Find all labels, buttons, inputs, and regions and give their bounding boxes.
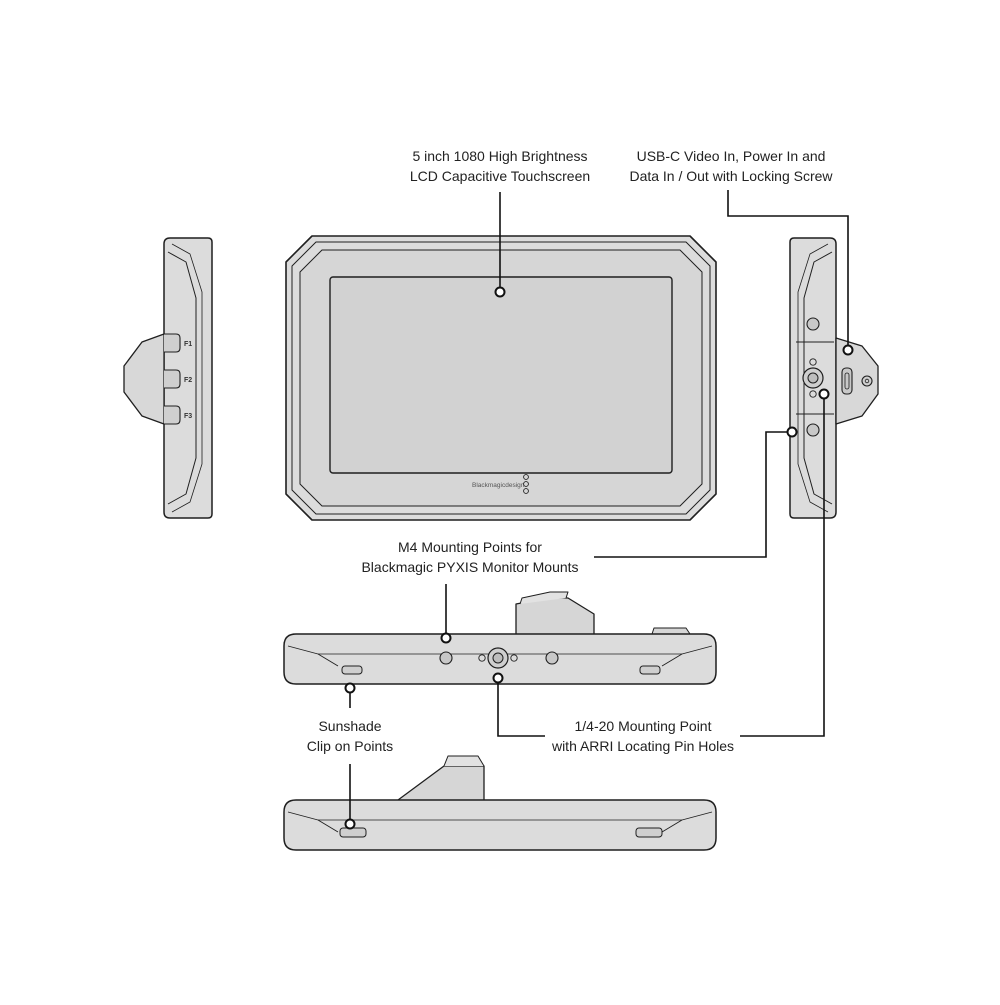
brand-logo-dot-1: [523, 474, 529, 480]
leader-usbc: [727, 190, 849, 350]
leader-lines: [349, 190, 849, 824]
dot-m4-right: [786, 426, 798, 438]
bottom-arri-pin-left: [478, 654, 486, 662]
callout-lcd-line-2: LCD Capacitive Touchscreen: [409, 168, 591, 184]
right-port-housing: [835, 337, 879, 425]
bottom-m4-point-left: [439, 651, 453, 665]
f3-label: F3: [184, 413, 192, 420]
left-side-body: [163, 237, 213, 519]
callout-quarter-twenty: 1/4-20 Mounting Point with ARRI Locating…: [538, 716, 748, 756]
locking-screw-center: [864, 378, 870, 384]
dot-usbc: [842, 344, 854, 356]
f1-label: F1: [184, 341, 192, 348]
f3-button: [164, 405, 181, 425]
callout-sunshade-line-1: Sunshade: [318, 718, 382, 734]
top-edge-handle-top: [443, 755, 485, 767]
dot-quarter-bottom: [492, 672, 504, 684]
f1-button: [164, 333, 181, 353]
usb-c-port: [841, 367, 853, 395]
callout-dots: [344, 286, 854, 830]
dot-sunshade-bottom: [344, 682, 356, 694]
brand-logo-dot-2: [523, 481, 529, 487]
callout-lcd-line-1: 5 inch 1080 High Brightness: [412, 148, 588, 164]
bottom-arri-pin-right: [510, 654, 518, 662]
dot-quarter-right: [818, 388, 830, 400]
locking-screw: [861, 375, 873, 387]
top-edge-body: [283, 799, 717, 851]
leader-m4-right: [594, 431, 792, 558]
bottom-edge-handle-top: [519, 591, 569, 605]
leader-quarter-bottom: [497, 678, 545, 737]
f2-button: [164, 369, 181, 389]
right-quarter-twenty-hole: [807, 372, 819, 384]
right-side-view: [789, 237, 879, 519]
right-m4-point-bottom: [806, 423, 820, 437]
brand-logo-dot-3: [523, 488, 529, 494]
right-m4-point-top: [806, 317, 820, 331]
dot-lcd: [494, 286, 506, 298]
callout-usbc-line-2: Data In / Out with Locking Screw: [629, 168, 833, 184]
bottom-edge-view: [283, 591, 717, 685]
top-sunshade-clip-right: [635, 827, 663, 838]
right-side-bevel-inner: [797, 243, 829, 513]
callout-quarter-line-1: 1/4-20 Mounting Point: [574, 718, 712, 734]
dot-sunshade-top: [344, 818, 356, 830]
left-side-bevel-inner: [171, 243, 203, 513]
top-sunshade-clip-left: [339, 827, 367, 838]
right-arri-pin-bottom: [809, 390, 817, 398]
left-side-bevel: [167, 251, 197, 505]
callout-m4-line-2: Blackmagic PYXIS Monitor Mounts: [361, 559, 579, 575]
top-edge-handle: [397, 765, 485, 801]
leader-quarter-right: [740, 394, 825, 737]
front-view: Blackmagicdesign: [285, 235, 717, 521]
callout-lcd-touchscreen: 5 inch 1080 High Brightness LCD Capaciti…: [390, 146, 610, 186]
callout-quarter-line-2: with ARRI Locating Pin Holes: [551, 738, 735, 754]
left-side-view: F1 F2 F3: [123, 237, 213, 519]
bottom-edge-tab: [651, 627, 691, 635]
callout-sunshade-line-2: Clip on Points: [306, 738, 394, 754]
dot-m4-bottom: [440, 632, 452, 644]
usb-c-port-slot: [844, 372, 850, 390]
left-button-housing: [123, 333, 165, 425]
bottom-quarter-twenty-hole: [492, 652, 504, 664]
sunshade-clip-left: [341, 665, 363, 675]
callout-m4-line-1: M4 Mounting Points for: [398, 539, 542, 555]
callout-usb-c: USB-C Video In, Power In and Data In / O…: [616, 146, 846, 186]
right-arri-pin-top: [809, 358, 817, 366]
bottom-edge-handle: [515, 597, 595, 634]
lcd-touchscreen: [329, 276, 673, 474]
bottom-m4-point-right: [545, 651, 559, 665]
sunshade-clip-right: [639, 665, 661, 675]
front-bezel-inner: [291, 241, 711, 515]
callout-usbc-line-1: USB-C Video In, Power In and: [636, 148, 826, 164]
f2-label: F2: [184, 377, 192, 384]
brand-mark-text: Blackmagicdesign: [472, 482, 525, 489]
top-edge-view: [283, 755, 717, 851]
callout-sunshade: Sunshade Clip on Points: [290, 716, 410, 756]
callout-m4-mounting: M4 Mounting Points for Blackmagic PYXIS …: [350, 537, 590, 577]
